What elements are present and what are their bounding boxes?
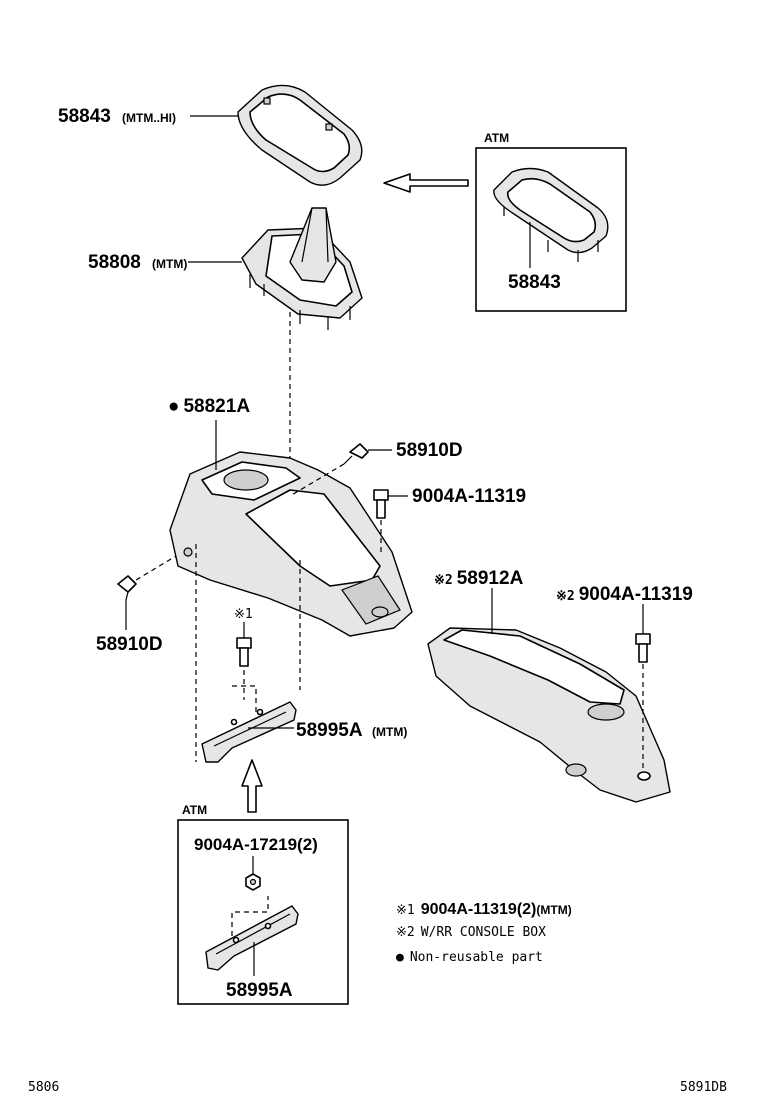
- bolt-ref1: [236, 637, 252, 667]
- callout-58821A: ●58821A: [168, 396, 250, 417]
- callout-58843-atm: 58843: [508, 272, 561, 293]
- arrow-left: [383, 173, 469, 193]
- part-58843-atm-ring: [493, 167, 609, 262]
- atm-box-bottom: [177, 819, 349, 1005]
- part-58995A-bracket: [201, 701, 297, 763]
- atm-box-top-label: ATM: [484, 131, 509, 145]
- atm-box-top: [475, 147, 627, 312]
- nut-9004A-atm: [245, 873, 261, 891]
- callout-58995A: 58995A: [296, 720, 363, 741]
- part-58995A-atm-bracket: [205, 905, 299, 971]
- callout-58910D-top: 58910D: [396, 440, 463, 461]
- callout-58808-tag: (MTM): [152, 257, 187, 271]
- ref1-mark: ※1: [234, 607, 253, 622]
- part-58912A-rear-console: [427, 627, 671, 803]
- callout-58995A-atm: 58995A: [226, 980, 293, 1001]
- note-3: ●Non-reusable part: [396, 950, 543, 965]
- part-58843-trim-ring: [237, 84, 363, 186]
- ref2-mark-b: ※2: [556, 589, 575, 604]
- callout-9004A-atm: 9004A-17219(2): [194, 835, 318, 854]
- part-58808-shift-panel: [241, 207, 363, 330]
- callout-58843-top: 58843: [58, 106, 111, 127]
- callout-9004A-top: 9004A-11319: [412, 486, 526, 507]
- non-reusable-dot-icon: ●: [168, 396, 179, 417]
- callout-58995A-tag: (MTM): [372, 725, 407, 739]
- footer-left-code: 5806: [28, 1080, 59, 1095]
- screw-58910D-top: [343, 443, 369, 465]
- part-58821A-console: [169, 451, 413, 637]
- footer-right-code: 5891DB: [680, 1080, 727, 1095]
- arrow-up: [241, 759, 263, 813]
- bolt-9004A-right: [635, 633, 651, 663]
- atm-box-bottom-label: ATM: [182, 803, 207, 817]
- bolt-9004A-top: [373, 489, 389, 519]
- callout-58808: 58808: [88, 252, 141, 273]
- callout-58910D-left: 58910D: [96, 634, 163, 655]
- callout-58843-top-tag: (MTM..HI): [122, 111, 176, 125]
- screw-58910D-left: [117, 575, 137, 601]
- ref2-mark-a: ※2: [434, 573, 453, 588]
